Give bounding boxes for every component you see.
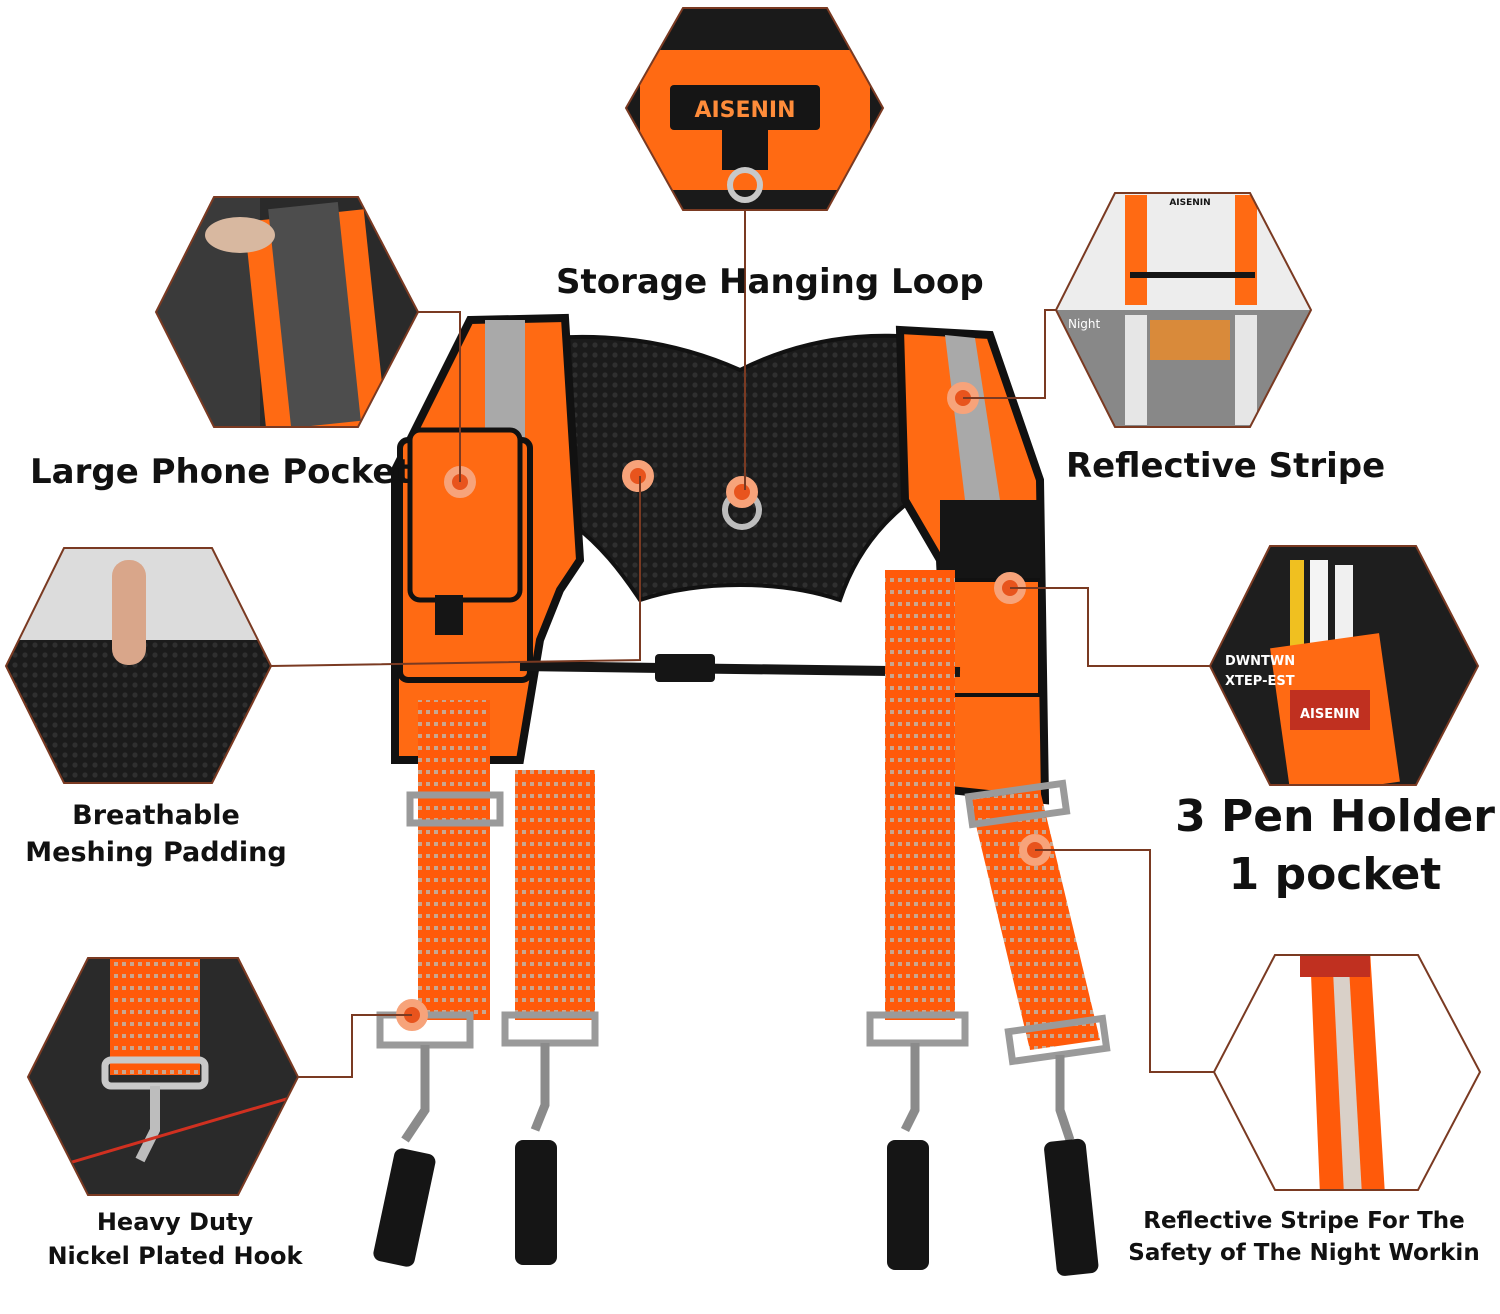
back-yoke-mesh (468, 333, 962, 603)
label-night-stripe: Reflective Stripe For The Safety of The … (1108, 1208, 1500, 1266)
phone-pocket-flap (407, 427, 523, 603)
label-breathable-line2: Meshing Padding (25, 837, 287, 868)
label-breathable-line1: Breathable (72, 800, 240, 831)
shirt-text-2: XTEP-EST (1225, 674, 1295, 689)
strap-right-outer (964, 779, 1111, 1276)
label-hook-line2: Nickel Plated Hook (47, 1242, 303, 1270)
night-tag: Night (1068, 317, 1101, 331)
label-phone-pocket: Large Phone Pocket (30, 452, 412, 492)
chest-buckle (655, 654, 715, 682)
label-pen-holder: 3 Pen Holder 1 pocket (1170, 788, 1500, 904)
inset-mesh-padding (4, 547, 273, 784)
right-pen-pocket (940, 500, 1040, 580)
label-pen-holder-line2: 1 pocket (1228, 849, 1442, 900)
right-lower-pocket (943, 578, 1042, 697)
inset-reflective-strap (1212, 954, 1482, 1191)
phone-pocket-tab (435, 595, 463, 635)
label-night-line1: Reflective Stripe For The (1143, 1208, 1465, 1234)
inset-pen-holder: DWNTWN XTEP-EST AISENIN (1208, 545, 1480, 786)
strap-left-inner (501, 770, 599, 1265)
label-hook-line1: Heavy Duty (96, 1208, 254, 1236)
suspender-harness (373, 313, 1111, 1276)
label-night-line2: Safety of The Night Workin (1128, 1240, 1480, 1266)
strap-left-outer (373, 700, 504, 1267)
inset-reflective-night: AISENIN Night (1054, 192, 1313, 428)
right-reflective-band (945, 335, 1000, 500)
dot-mesh (622, 460, 654, 492)
label-hook: Heavy Duty Nickel Plated Hook (30, 1208, 320, 1270)
inset-storage-loop: AISENIN (624, 7, 885, 211)
label-storage-loop: Storage Hanging Loop (556, 262, 984, 302)
label-pen-holder-line1: 3 Pen Holder (1175, 791, 1495, 842)
logo-small: AISENIN (1169, 198, 1210, 208)
label-reflective-stripe: Reflective Stripe (1066, 446, 1386, 486)
logo-pen: AISENIN (1300, 707, 1360, 722)
inset-hook (26, 957, 300, 1196)
logo-main: AISENIN (694, 98, 795, 123)
inset-phone-pocket (154, 196, 420, 428)
label-breathable: Breathable Meshing Padding (8, 800, 304, 868)
dot-loop (726, 476, 758, 508)
shirt-text-1: DWNTWN (1225, 654, 1295, 669)
strap-right-inner (866, 570, 969, 1270)
callout-lines (270, 208, 1214, 1078)
left-reflective-band (485, 320, 525, 445)
